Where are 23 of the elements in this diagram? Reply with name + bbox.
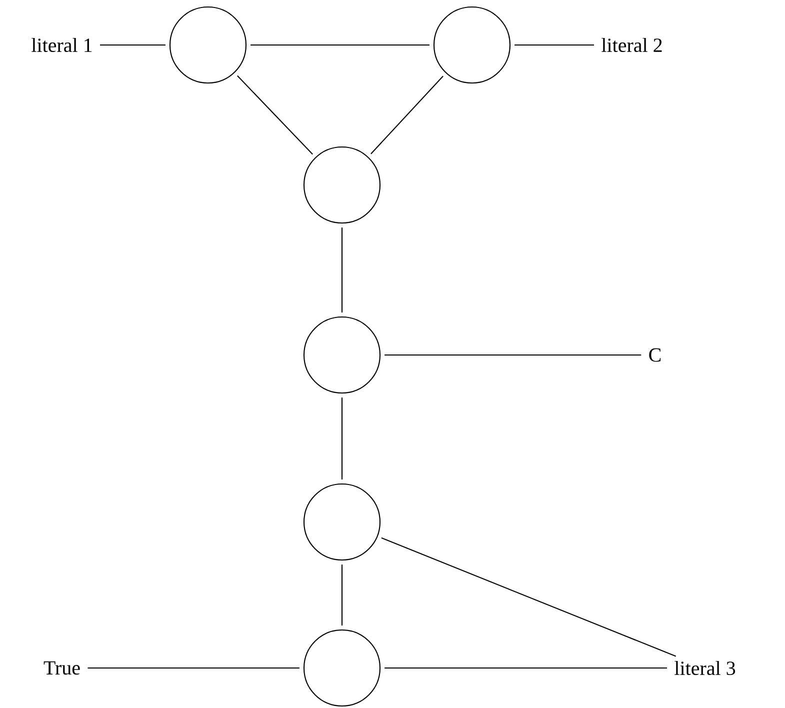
connector-line	[514, 44, 594, 46]
connector-line	[237, 75, 313, 155]
node-label: literal 3	[674, 660, 736, 676]
node-label: C	[649, 348, 661, 362]
connector-line	[370, 76, 444, 154]
connector-line	[341, 564, 343, 626]
connector-line	[250, 44, 430, 46]
connector-line	[88, 667, 300, 669]
connector-line	[341, 398, 343, 480]
connector-line	[341, 228, 343, 312]
connector-line	[100, 44, 166, 46]
connector-line	[381, 537, 676, 657]
empty-circle	[303, 146, 381, 224]
connector-line	[384, 667, 667, 669]
empty-circle	[303, 629, 381, 707]
node-label: True	[44, 661, 80, 675]
connector-line	[384, 354, 642, 356]
node-label: literal 1	[32, 38, 92, 52]
empty-circle	[169, 6, 247, 84]
node-label: literal 2	[602, 38, 662, 52]
empty-circle	[433, 6, 511, 84]
empty-circle	[303, 316, 381, 394]
empty-circle	[303, 483, 381, 561]
